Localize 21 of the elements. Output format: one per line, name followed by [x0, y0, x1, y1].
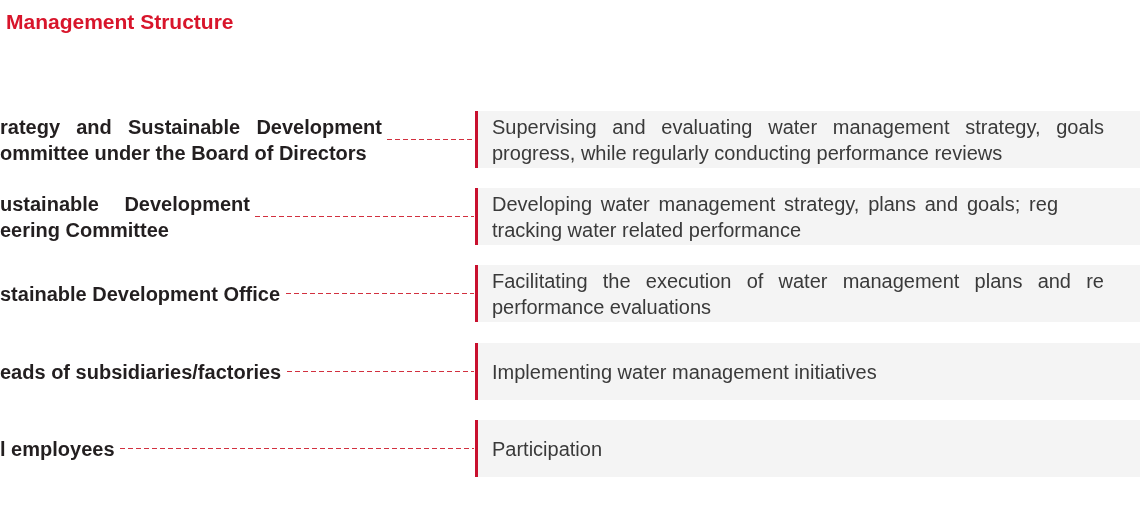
description-text: Participation: [492, 436, 603, 462]
description-box: [475, 111, 1140, 168]
role-name: rategy and Sustainable Development ommittee under the Board of Directors: [0, 113, 382, 166]
description-box: [475, 420, 1140, 477]
description-box: [475, 265, 1140, 322]
description-text: Implementing water management initiatives: [492, 359, 877, 385]
role-name: stainable Development Office: [0, 280, 281, 307]
description-text: Supervising and evaluating water management strategy, goals progress, while regularly conducting performance reviews: [492, 114, 1104, 166]
title: Management Structure: [6, 10, 234, 34]
leader-line: [285, 292, 475, 295]
leader-line: [254, 215, 475, 218]
leader-line: [119, 447, 475, 450]
description-box: [475, 188, 1140, 245]
description-text: Developing water management strategy, plans and goals; reg tracking water related performance: [492, 191, 1058, 243]
role-name: eads of subsidiaries/factories: [0, 358, 282, 385]
description-box: [475, 343, 1140, 400]
leader-line: [386, 138, 475, 141]
role-name: ustainable Development eering Committee: [0, 190, 250, 243]
leader-line: [286, 370, 475, 373]
description-text: Facilitating the execution of water management plans and re performance evaluations: [492, 268, 1104, 320]
role-name: l employees: [0, 435, 115, 462]
